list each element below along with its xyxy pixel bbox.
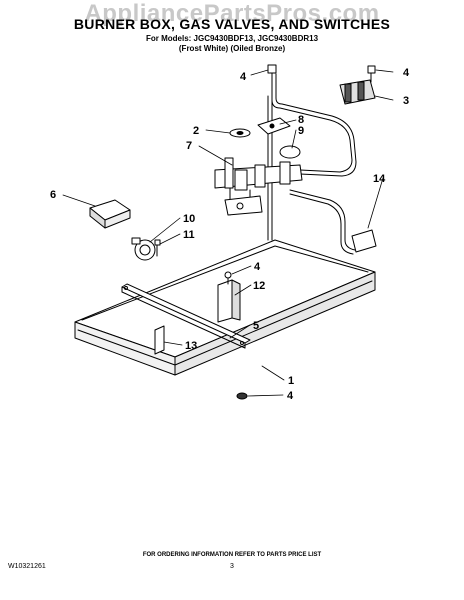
callout-4c: 4: [254, 261, 261, 273]
screw-top: [267, 64, 277, 81]
callout-8: 8: [298, 114, 304, 126]
flex-tube: [289, 189, 377, 255]
cover-6: [89, 199, 131, 229]
screw-bottom: [236, 392, 248, 400]
callout-4d: 4: [287, 390, 294, 402]
callout-13: 13: [185, 340, 197, 352]
screw-right-top: [367, 65, 376, 83]
page-title: BURNER BOX, GAS VALVES, AND SWITCHES: [73, 16, 391, 32]
model-numbers: For Models: JGC9430BDF13, JGC9430BDR13: [145, 34, 319, 43]
plate-8: [257, 117, 291, 135]
screw-11: [154, 239, 161, 257]
document-id: W10321261: [8, 563, 46, 570]
ordering-note: FOR ORDERING INFORMATION REFER TO PARTS …: [142, 552, 322, 558]
bracket-13: [154, 325, 165, 355]
callout-4b: 4: [403, 67, 410, 79]
callout-12: 12: [253, 280, 265, 292]
gas-tube: [267, 73, 357, 241]
callout-10: 10: [183, 213, 195, 225]
spark-module: [339, 79, 376, 105]
finish-names: (Frost White) (Oiled Bronze): [178, 44, 286, 53]
washer: [229, 128, 251, 138]
leader-lines: [62, 69, 394, 397]
screw-middle: [224, 271, 232, 285]
callout-14: 14: [373, 173, 386, 185]
callout-9: 9: [298, 125, 304, 137]
callout-4a: 4: [240, 71, 247, 83]
bracket-12: [217, 279, 241, 323]
callout-3: 3: [403, 95, 409, 107]
callout-7: 7: [186, 140, 192, 152]
page-number: 3: [230, 563, 234, 570]
switch-10: [131, 237, 156, 261]
callout-11: 11: [183, 229, 195, 241]
watermark: AppliancePartsPros.com: [84, 0, 380, 27]
callout-2: 2: [193, 125, 199, 137]
support-bar: [121, 283, 251, 349]
callout-6: 6: [50, 189, 56, 201]
switch-9: [279, 145, 301, 159]
callout-5: 5: [253, 320, 259, 332]
callout-labels: 4 4 3 2 8 9 7 6 10 11 14 4 12 5 13 1 4: [50, 67, 410, 402]
gas-valves: [214, 157, 303, 216]
callout-1: 1: [288, 375, 294, 387]
